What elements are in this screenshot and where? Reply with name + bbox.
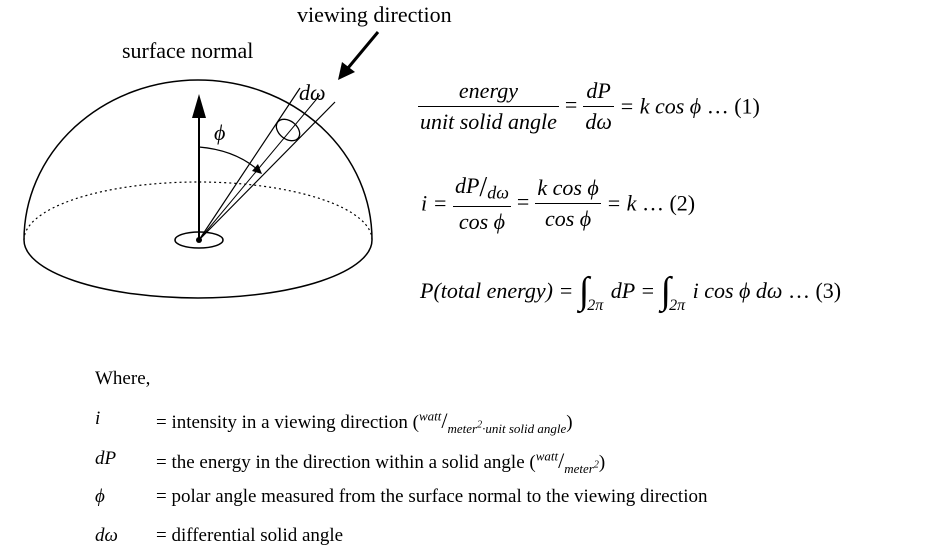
- eq1-tag: … (1): [706, 93, 760, 119]
- eq1-fraction-right: dP dω: [583, 78, 614, 134]
- phi-arc-arrowhead: [252, 164, 262, 174]
- equation-3: P(total energy) = ∫2π dP = ∫2π i cos ϕ d…: [420, 270, 842, 314]
- eq3-integral-2-bound: 2π: [669, 297, 686, 315]
- eq1-fraction-left: energy unit solid angle: [418, 78, 559, 134]
- phi-arc: [198, 146, 259, 171]
- equation-2: i = dP/dω cos ϕ = k cos ϕ cos ϕ = k … (2…: [421, 172, 696, 234]
- definition-text: = polar angle measured from the surface …: [156, 486, 708, 507]
- viewing-direction-arrowhead: [338, 62, 355, 80]
- base-ellipse-front: [23, 239, 373, 299]
- cone-axis: [198, 94, 321, 241]
- definition-symbol: dP: [95, 448, 117, 469]
- eq2-lhs: i =: [421, 190, 448, 216]
- definition-unit: watt/meter2: [535, 448, 599, 476]
- eq2-fraction-2: k cos ϕ cos ϕ: [535, 175, 601, 231]
- definition-symbol: dω: [95, 525, 118, 546]
- eq3-lhs: P(total energy) =: [420, 278, 574, 303]
- cone-edge-right: [198, 101, 336, 241]
- definition-text: = differential solid angle: [156, 525, 344, 546]
- definition-symbol: i: [95, 408, 101, 429]
- eq2-tag: … (2): [641, 190, 696, 216]
- eq2-fraction-1: dP/dω cos ϕ: [452, 172, 511, 234]
- phi-label: ϕ: [214, 120, 226, 145]
- surface-normal-label: surface normal: [122, 38, 254, 63]
- definition-text: = the energy in the direction within a s…: [156, 452, 536, 473]
- definitions-heading: Where,: [95, 368, 151, 389]
- eq2-rhs: = k: [606, 190, 637, 216]
- definition-unit: watt/meter2·unit solid angle: [418, 408, 567, 436]
- eq3-integral-1: ∫: [578, 270, 590, 312]
- eq3-tag: … (3): [787, 278, 842, 303]
- eq3-mid: dP =: [610, 278, 656, 303]
- viewing-direction-label: viewing direction: [297, 2, 452, 27]
- eq3-rhs: i cos ϕ dω: [692, 278, 783, 303]
- definition-text: = intensity in a viewing direction (: [156, 412, 419, 433]
- eq3-integral-2: ∫: [660, 270, 672, 312]
- definition-symbol: ϕ: [95, 486, 105, 507]
- surface-normal-arrowhead: [192, 94, 206, 118]
- viewing-direction-arrow: [346, 31, 380, 69]
- cone-cap: [275, 118, 301, 142]
- domega-label: dω: [299, 80, 326, 105]
- equation-1: energy unit solid angle = dP dω = k cos …: [418, 78, 760, 134]
- eq3-integral-1-bound: 2π: [587, 297, 604, 315]
- hemisphere-dome: [23, 79, 373, 241]
- eq1-rhs: = k cos ϕ: [619, 93, 702, 119]
